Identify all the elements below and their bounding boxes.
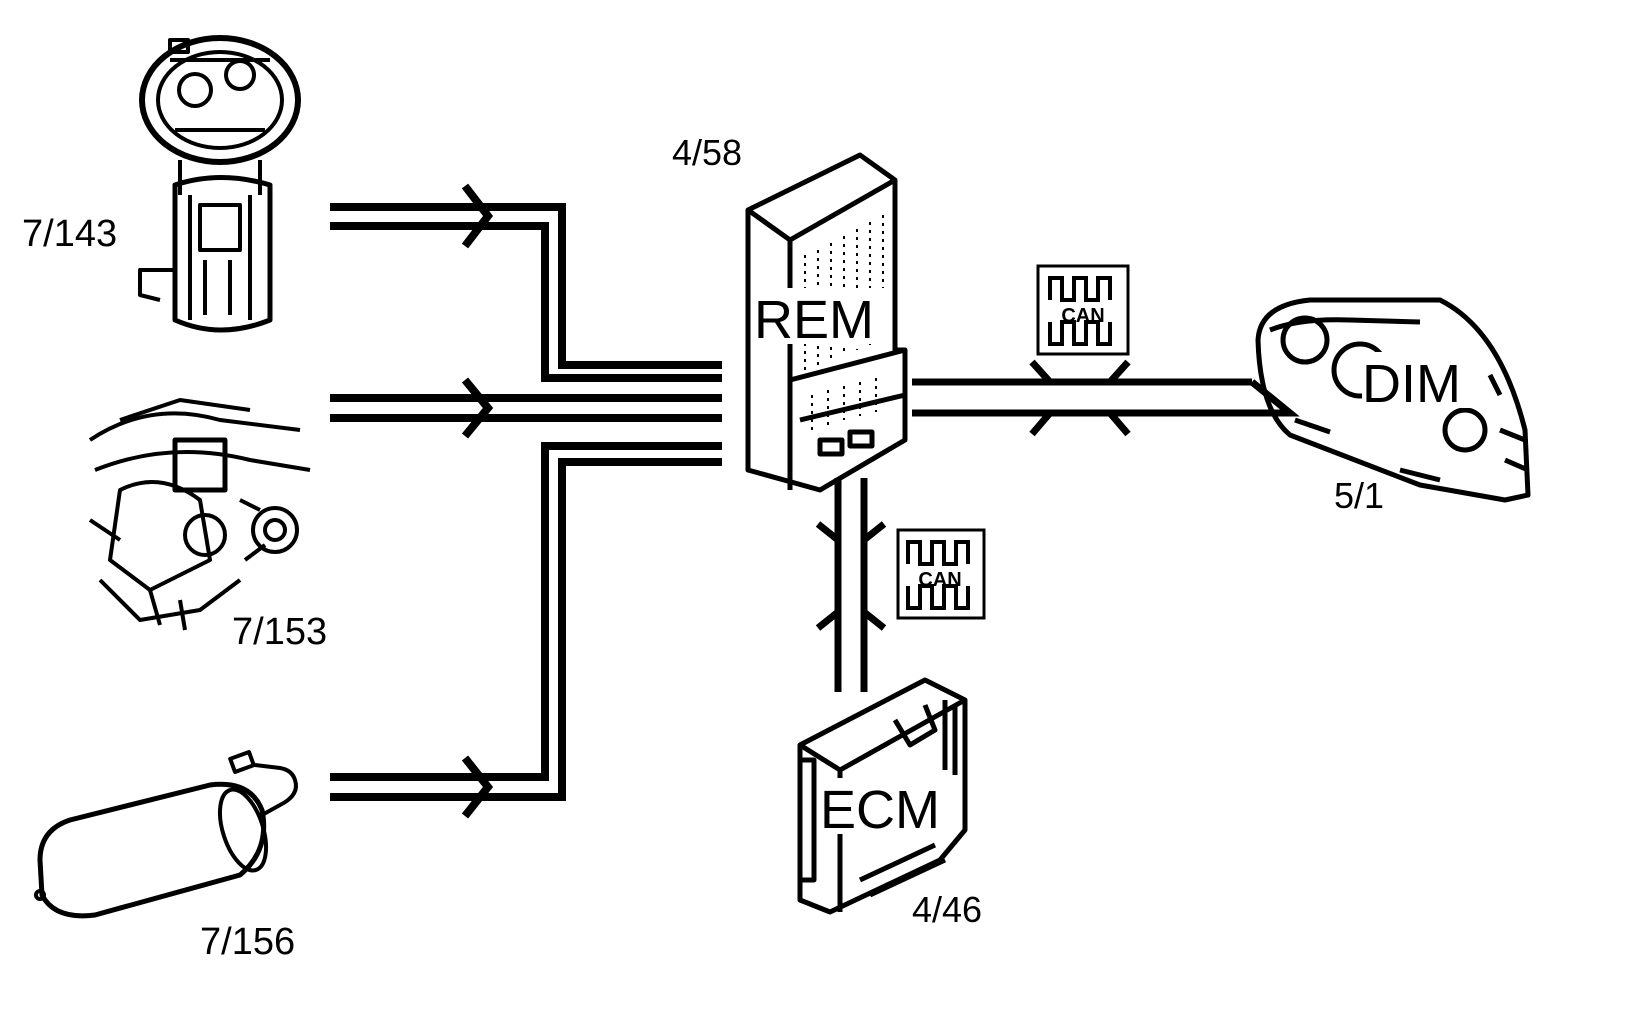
sensor-valve-label: 7/153	[232, 611, 327, 653]
ecm-label: 4/46	[912, 889, 982, 930]
canister-illustration	[34, 750, 298, 919]
signal-line-7-143-inner	[330, 222, 722, 382]
can-badge-vertical-text: CAN	[918, 569, 961, 591]
rem-label: 4/58	[672, 132, 742, 173]
fuel-pump-label: 7/143	[22, 213, 117, 255]
can-bus-rem-dim	[912, 359, 1300, 437]
dim-label: 5/1	[1334, 475, 1384, 516]
dim-name-backdrop	[1362, 352, 1470, 408]
can-bus-rem-ecm	[815, 478, 887, 692]
can-badge-horizontal: CAN	[1036, 264, 1130, 356]
fuel-pump-illustration	[138, 35, 301, 333]
can-badge-vertical: CAN	[896, 528, 986, 620]
canister-label: 7/156	[200, 921, 295, 963]
signal-line-7-143-outer	[330, 203, 722, 369]
dim-cluster-illustration	[1255, 297, 1531, 503]
signal-line-7-156-outer	[330, 442, 722, 781]
dim-name: DIM	[1362, 354, 1461, 414]
can-badge-horizontal-text: CAN	[1061, 305, 1104, 327]
signal-line-7-156-inner	[330, 458, 722, 801]
ecm-name: ECM	[820, 780, 940, 840]
arrow-head-7-153	[461, 377, 494, 439]
input-signal-lines	[330, 183, 722, 819]
arrow-head-7-156	[461, 755, 494, 819]
ecm-name-backdrop	[818, 778, 950, 834]
rem-name: REM	[754, 290, 874, 350]
rem-name-backdrop	[752, 288, 886, 344]
arrow-head-7-143	[461, 183, 494, 249]
sensor-valve-illustration	[88, 398, 311, 631]
